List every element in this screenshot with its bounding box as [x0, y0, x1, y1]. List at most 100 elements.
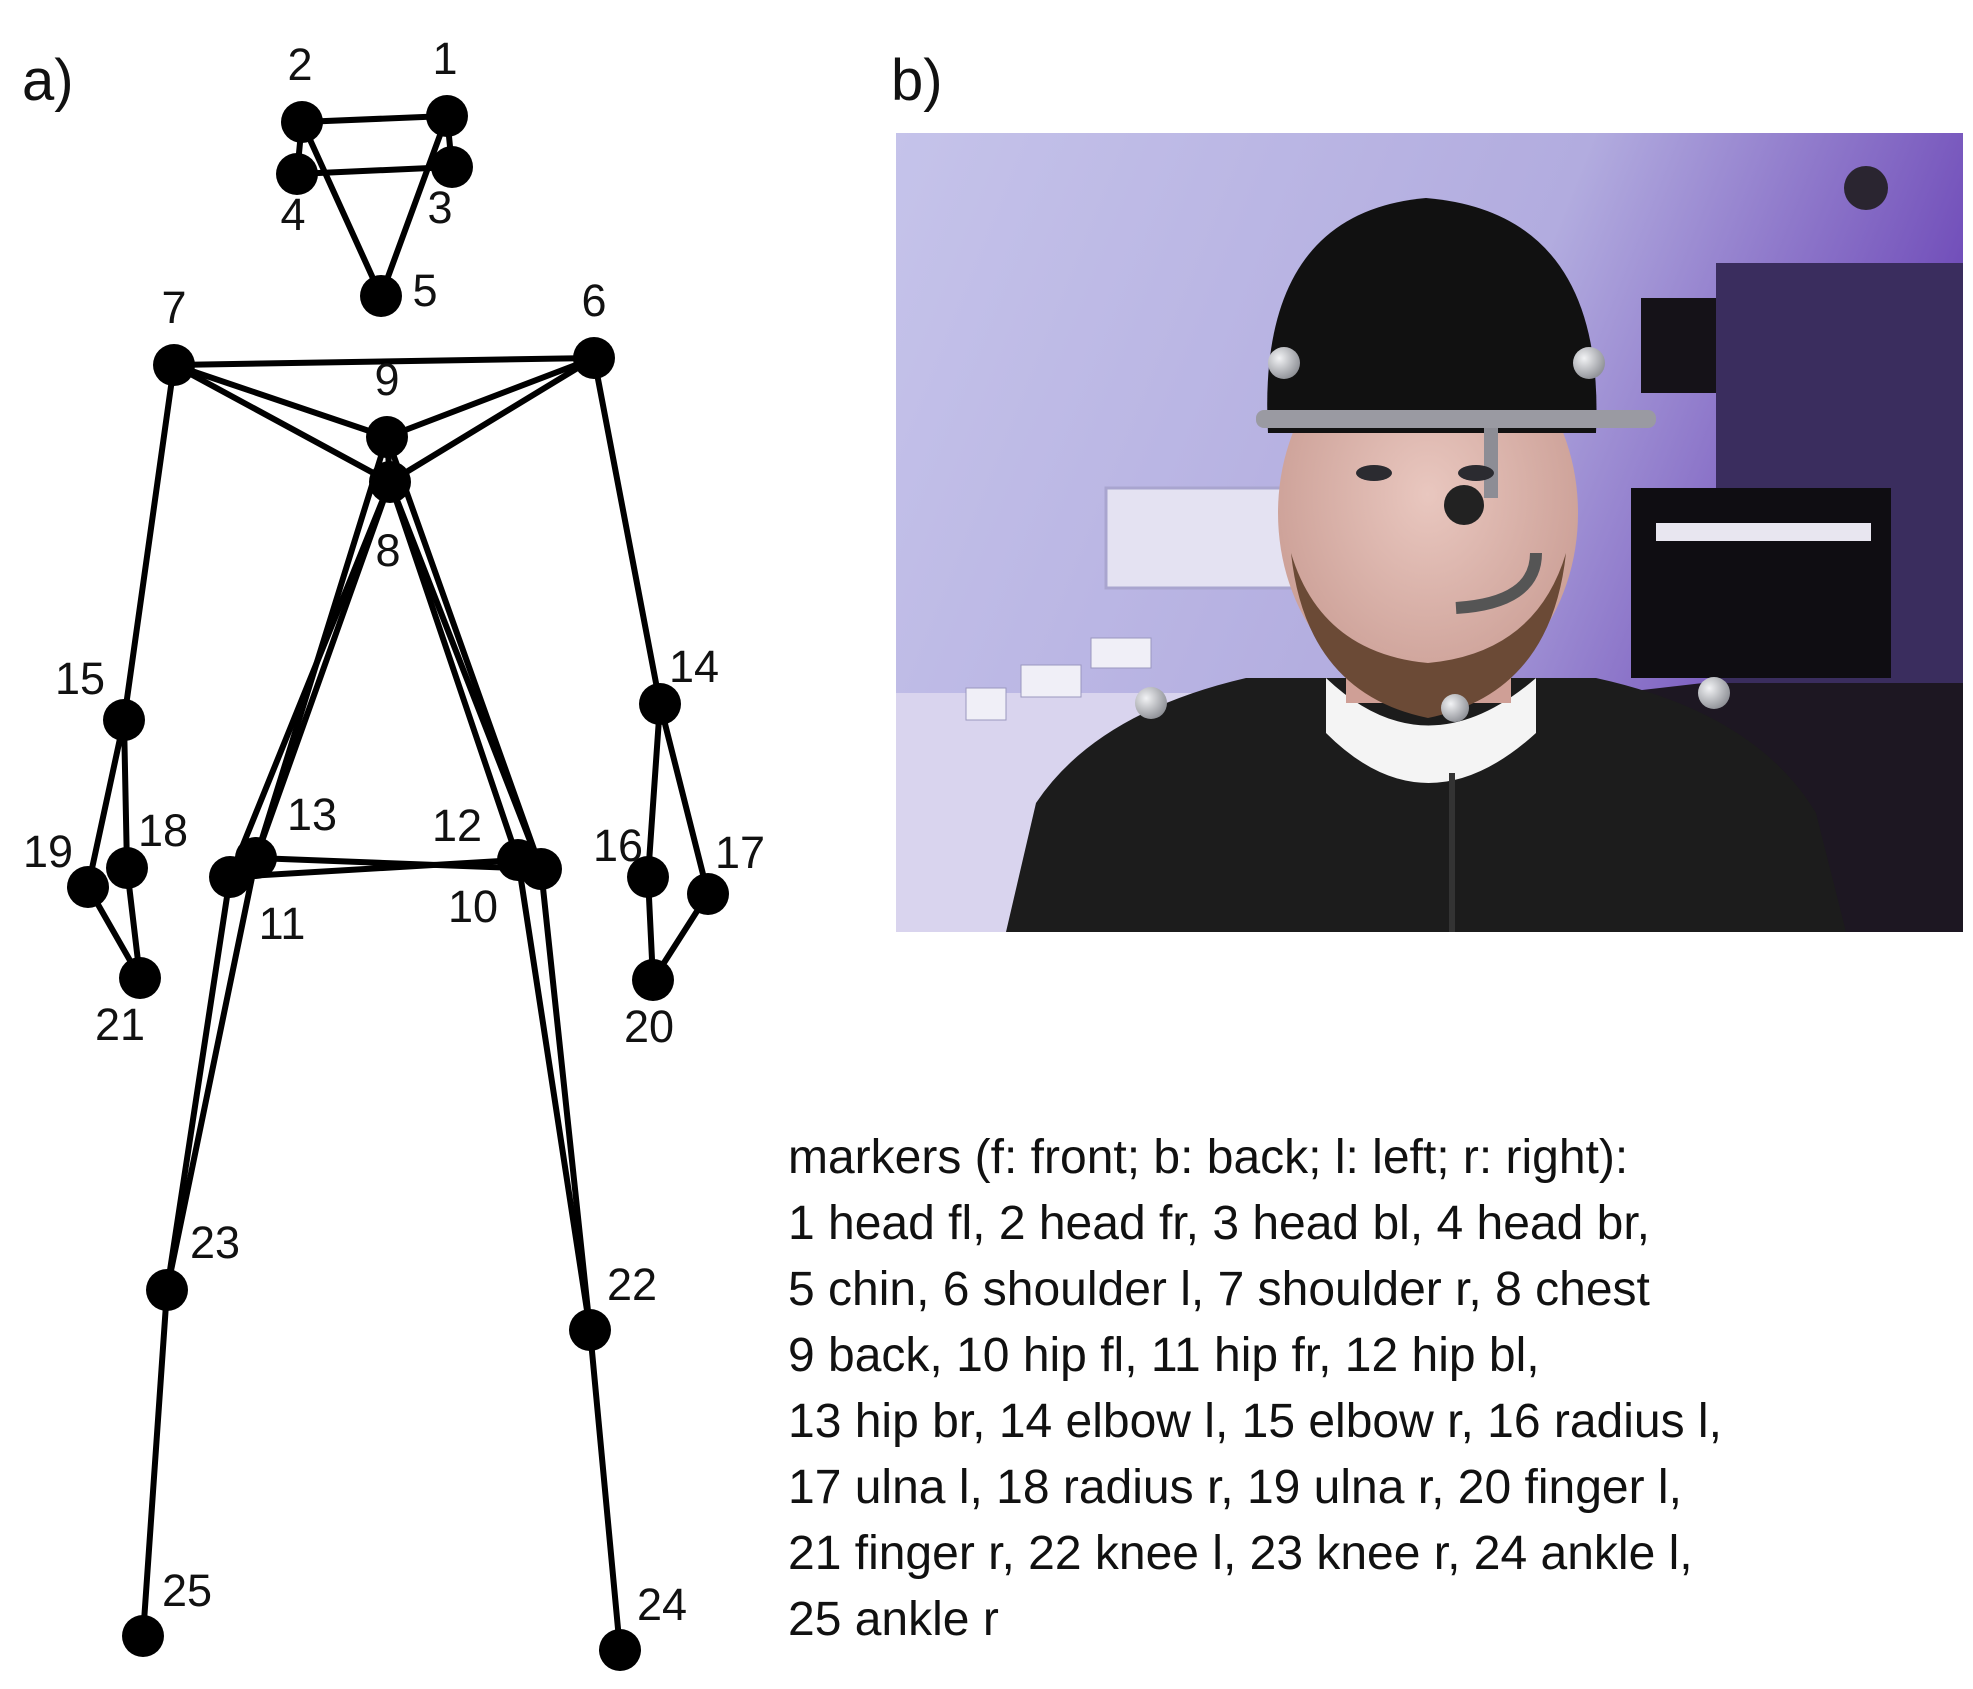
- marker-label-25: 25: [162, 1565, 212, 1616]
- mocap-cap: [1267, 198, 1597, 433]
- skeleton-edge-15-19: [85, 717, 127, 890]
- skeleton-edge-1-5: [378, 113, 450, 299]
- marker-label-3: 3: [427, 182, 452, 233]
- skeleton-edges: [85, 113, 711, 1653]
- radiator: [1104, 486, 1298, 590]
- chin-marker: [1441, 694, 1469, 722]
- marker-dot-20: [632, 959, 674, 1001]
- wall-socket-3: [1090, 637, 1152, 669]
- skeleton-edge-8-10: [387, 479, 521, 863]
- marker-dot-25: [122, 1615, 164, 1657]
- speaker: [1641, 298, 1716, 393]
- skeleton-edge-7-8: [171, 362, 393, 485]
- marker-label-1: 1: [432, 33, 457, 84]
- marker-dot-1: [426, 95, 468, 137]
- right-eye: [1458, 465, 1494, 481]
- shoulder-marker-left: [1698, 677, 1730, 709]
- person-torso: [1006, 678, 1846, 932]
- motion-capture-photo: [896, 133, 1963, 932]
- marker-dot-9: [366, 416, 408, 458]
- marker-label-13: 13: [287, 789, 337, 840]
- panel-b-label: b): [891, 48, 943, 113]
- legend-line: 25 ankle r: [788, 1593, 999, 1646]
- piano: [1631, 488, 1891, 678]
- marker-dot-16: [627, 856, 669, 898]
- marker-label-9: 9: [374, 354, 399, 405]
- wall-socket-1: [965, 687, 1007, 721]
- marker-label-10: 10: [448, 881, 498, 932]
- marker-label-17: 17: [715, 827, 765, 878]
- head-marker-left: [1268, 347, 1300, 379]
- marker-legend: markers (f: front; b: back; l: left; r: …: [788, 1125, 1948, 1653]
- marker-dot-17: [687, 873, 729, 915]
- beard: [1291, 553, 1566, 718]
- marker-label-16: 16: [593, 820, 643, 871]
- shoulder-marker-right: [1135, 687, 1167, 719]
- skeleton-edge-2-5: [299, 119, 384, 299]
- marker-dot-4: [276, 153, 318, 195]
- panel-a-label: a): [22, 48, 74, 113]
- skeleton-edge-9-12: [384, 434, 544, 872]
- marker-label-5: 5: [412, 265, 437, 316]
- photo-illustration: [896, 133, 1963, 932]
- marker-dot-23: [146, 1269, 188, 1311]
- skeleton-edge-9-13: [253, 434, 390, 861]
- marker-dot-7: [153, 344, 195, 386]
- tshirt-collar: [1326, 678, 1536, 783]
- marker-dot-14: [639, 683, 681, 725]
- skeleton-edge-23-25: [140, 1287, 170, 1639]
- legend-line: 5 chin, 6 shoulder l, 7 shoulder r, 8 ch…: [788, 1263, 1650, 1316]
- legend-line: 21 finger r, 22 knee l, 23 knee r, 24 an…: [788, 1527, 1693, 1580]
- skeleton-edge-12-22: [538, 866, 593, 1333]
- marker-dot-12: [520, 848, 562, 890]
- skeleton-edge-14-16: [645, 701, 663, 880]
- skeleton-edge-13-12: [253, 855, 544, 872]
- skeleton-edge-1-2: [299, 113, 450, 125]
- skeleton-edge-6-14: [591, 355, 663, 707]
- legend-line: 9 back, 10 hip fl, 11 hip fr, 12 hip bl,: [788, 1329, 1540, 1382]
- marker-dot-3: [431, 146, 473, 188]
- skeleton-edge-15-18: [121, 717, 130, 871]
- skeleton-edge-6-9: [384, 355, 597, 440]
- skeleton-edge-14-17: [657, 701, 711, 897]
- wall-socket-2: [1020, 664, 1082, 698]
- marker-dot-18: [106, 847, 148, 889]
- legend-line: markers (f: front; b: back; l: left; r: …: [788, 1131, 1629, 1184]
- marker-dot-22: [569, 1309, 611, 1351]
- marker-label-15: 15: [55, 653, 105, 704]
- marker-label-7: 7: [161, 282, 186, 333]
- skeleton-edge-6-8: [387, 355, 597, 485]
- marker-label-20: 20: [624, 1001, 674, 1052]
- marker-dot-6: [573, 337, 615, 379]
- marker-dot-8: [369, 461, 411, 503]
- piano-keys: [1656, 523, 1871, 541]
- head-marker-right: [1573, 347, 1605, 379]
- marker-dot-19: [67, 866, 109, 908]
- eye-tracker-camera: [1444, 485, 1484, 525]
- skeleton-edge-22-24: [587, 1327, 623, 1653]
- eye-tracker-arm: [1484, 428, 1498, 498]
- marker-label-11: 11: [259, 898, 306, 949]
- legend-line: 13 hip br, 14 elbow l, 15 elbow r, 16 ra…: [788, 1395, 1722, 1448]
- skeleton-markers: [67, 95, 729, 1671]
- marker-label-24: 24: [637, 1579, 687, 1630]
- marker-label-21: 21: [95, 999, 145, 1050]
- skeleton-edge-7-9: [171, 362, 390, 440]
- marker-label-23: 23: [190, 1217, 240, 1268]
- skeleton-edge-11-10: [227, 857, 521, 880]
- marker-dot-2: [281, 101, 323, 143]
- skeleton-edge-11-23: [164, 874, 233, 1293]
- marker-label-19: 19: [23, 826, 73, 877]
- skeleton-edge-10-22: [515, 857, 593, 1333]
- skeleton-edge-13-23: [164, 855, 259, 1293]
- marker-label-2: 2: [287, 39, 312, 90]
- eye-tracker-bar: [1256, 410, 1656, 428]
- marker-label-18: 18: [138, 805, 188, 856]
- marker-dot-13: [235, 837, 277, 879]
- eye-tracker-mic: [1455, 552, 1542, 614]
- skeleton-edge-7-15: [121, 362, 177, 723]
- marker-label-22: 22: [607, 1259, 657, 1310]
- marker-dot-21: [119, 957, 161, 999]
